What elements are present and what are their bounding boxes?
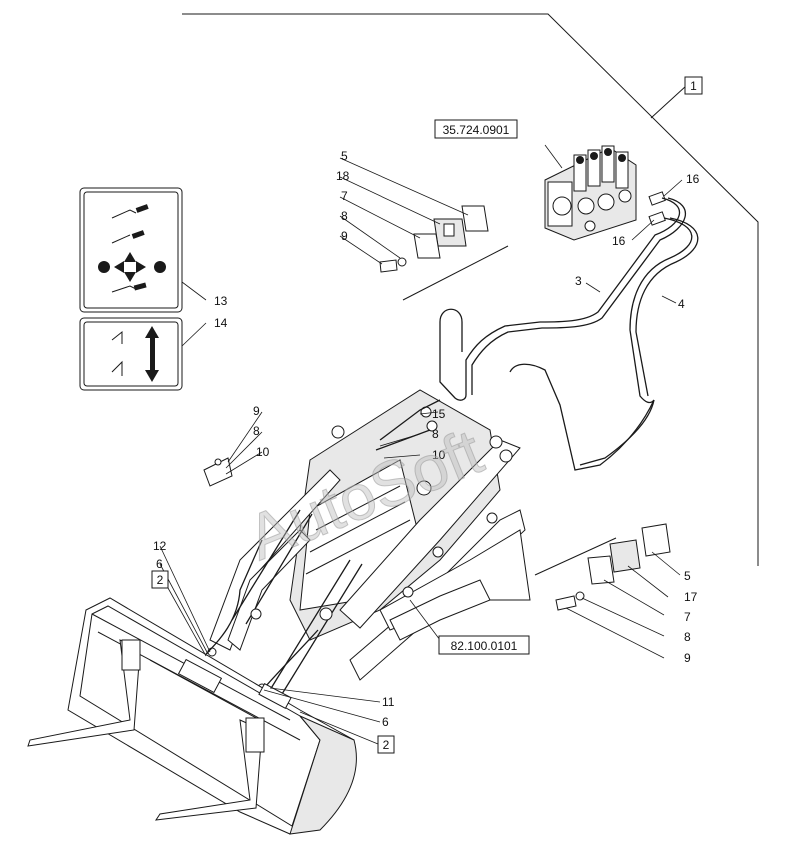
callout-9-top: 9 bbox=[341, 229, 348, 243]
valve-ref-leader bbox=[544, 144, 563, 169]
decal-13 bbox=[79, 187, 183, 313]
callout-15: 15 bbox=[432, 407, 446, 421]
callout-11: 11 bbox=[382, 695, 395, 709]
valve-ref-box[interactable]: 35.724.0901 bbox=[434, 119, 518, 139]
callout-9-right: 9 bbox=[684, 651, 691, 665]
callout-5-top: 5 bbox=[341, 149, 348, 163]
leader-13 bbox=[181, 281, 207, 301]
lever-up-decal-icon bbox=[111, 204, 149, 244]
callout-5-right: 5 bbox=[684, 569, 691, 583]
callout-7-right: 7 bbox=[684, 610, 691, 624]
bracket-parts-top bbox=[339, 157, 489, 273]
callout-8-mid: 8 bbox=[253, 424, 260, 438]
assembly-bracket bbox=[182, 13, 759, 566]
callout-7-top: 7 bbox=[341, 189, 348, 203]
svg-text:35.724.0901: 35.724.0901 bbox=[443, 123, 510, 137]
frame-ref-box[interactable]: 82.100.0101 bbox=[438, 635, 530, 655]
callout-numbers: 3 4 5 18 7 8 9 16 16 13 14 9 8 10 15 8 1… bbox=[153, 149, 700, 729]
bucket-ref-box-left[interactable]: 2 bbox=[151, 570, 169, 589]
callout-17: 17 bbox=[684, 590, 698, 604]
control-valve bbox=[544, 145, 666, 241]
callout-6-bottom: 6 bbox=[382, 715, 389, 729]
break-lines bbox=[402, 245, 617, 576]
callout-12: 12 bbox=[153, 539, 167, 553]
leader-14 bbox=[181, 322, 207, 347]
callout-16-b: 16 bbox=[612, 234, 626, 248]
hoses bbox=[439, 197, 699, 471]
bucket-ref-box-right[interactable]: 2 bbox=[377, 735, 395, 754]
svg-text:1: 1 bbox=[690, 79, 697, 93]
loader-frame bbox=[203, 389, 531, 695]
callout-10-mid: 10 bbox=[256, 445, 270, 459]
callout-16-a: 16 bbox=[686, 172, 700, 186]
callout-9-mid: 9 bbox=[253, 404, 260, 418]
callout-8-center: 8 bbox=[432, 427, 439, 441]
svg-text:82.100.0101: 82.100.0101 bbox=[451, 639, 518, 653]
callout-3: 3 bbox=[575, 274, 582, 288]
svg-text:2: 2 bbox=[157, 573, 164, 587]
arrow-cross-decal-icon bbox=[98, 252, 166, 282]
callout-4: 4 bbox=[678, 297, 685, 311]
callout-14: 14 bbox=[214, 316, 228, 330]
callout-18: 18 bbox=[336, 169, 350, 183]
decal-14 bbox=[79, 317, 183, 391]
bucket-attachment bbox=[27, 597, 357, 835]
lift-arrows-decal-icon bbox=[111, 326, 159, 382]
callout-10-center: 10 bbox=[432, 448, 446, 462]
svg-text:2: 2 bbox=[383, 738, 390, 752]
bracket-parts-right bbox=[555, 523, 681, 659]
assembly-ref-box[interactable]: 1 bbox=[684, 76, 703, 95]
callout-13: 13 bbox=[214, 294, 228, 308]
callout-6-left: 6 bbox=[156, 557, 163, 571]
callout-8-top: 8 bbox=[341, 209, 348, 223]
callout-8-right: 8 bbox=[684, 630, 691, 644]
